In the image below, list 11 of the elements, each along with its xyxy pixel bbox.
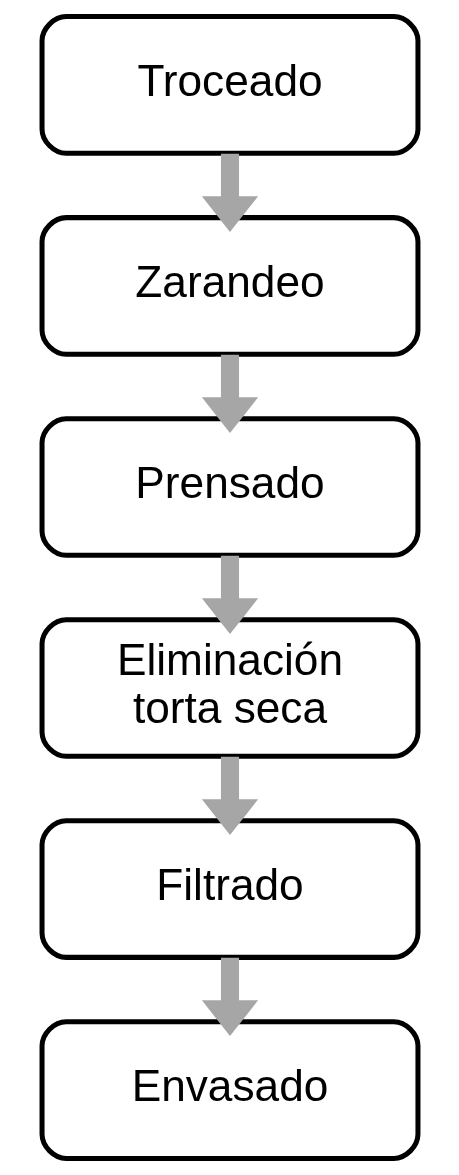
arrow [201,957,258,1037]
node-box: Prensado [39,416,420,558]
node-box: Zarandeo [39,215,420,357]
node-box: Eliminación torta seca [39,617,420,759]
arrow [201,153,258,232]
arrow [201,756,258,836]
node-box: Envasado [39,1019,420,1161]
arrow [201,555,258,634]
arrow [201,354,258,433]
node-box: Filtrado [39,818,420,960]
node-box: Troceado [39,14,420,156]
